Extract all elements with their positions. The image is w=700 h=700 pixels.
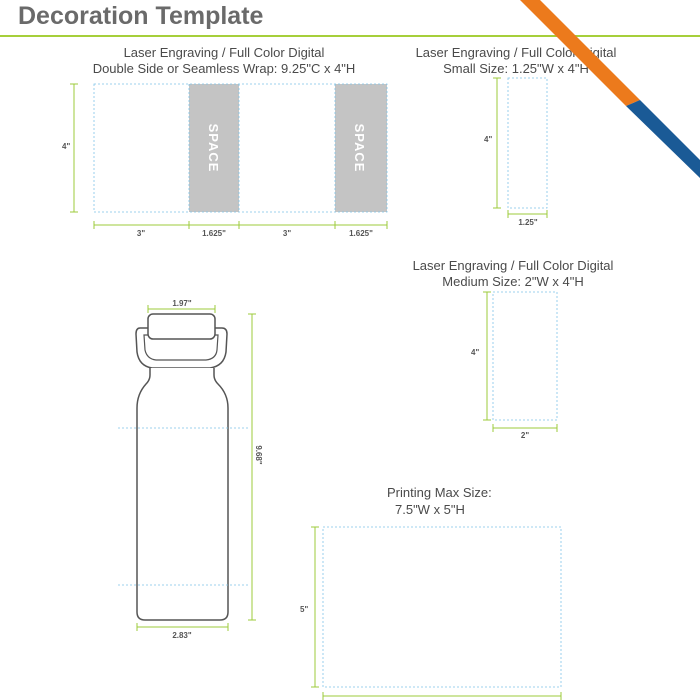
printing-caption: Printing Max Size: 7.5"W x 5"H: [387, 484, 587, 518]
wrap-seg2-label: 1.625": [202, 229, 226, 238]
small-caption-line1: Laser Engraving / Full Color Digital: [415, 45, 617, 60]
wrap-outline: [93, 83, 388, 213]
printing-height-label: 5": [300, 605, 308, 614]
medium-width-label: 2": [521, 431, 529, 440]
medium-height-label: 4": [471, 348, 479, 357]
medium-caption-line1: Laser Engraving / Full Color Digital: [412, 258, 614, 273]
bottle-body: [136, 368, 229, 621]
wrap-caption-line2: Double Side or Seamless Wrap: 9.25"C x 4…: [92, 61, 356, 76]
medium-caption-line2: Medium Size: 2"W x 4"H: [442, 274, 584, 289]
wrap-height-label: 4": [62, 142, 70, 151]
page-title: Decoration Template: [18, 2, 264, 30]
wrap-seg1-label: 3": [137, 229, 145, 238]
small-template: 4" 1.25": [484, 77, 548, 227]
corner-stripe-blue: [626, 100, 700, 178]
bottle-height-label: 9.68": [254, 445, 263, 465]
small-width-label: 1.25": [518, 218, 538, 227]
small-outline: [507, 77, 548, 209]
bottle-cap: [147, 313, 216, 340]
wrap-caption-line1: Laser Engraving / Full Color Digital: [123, 45, 325, 60]
wrap-space-label-2: SPACE: [352, 124, 367, 173]
printing-template: 5": [300, 526, 562, 700]
corner-stripe-orange: [520, 0, 640, 106]
small-caption-line2: Small Size: 1.25"W x 4"H: [443, 61, 589, 76]
medium-template: 4" 2": [471, 291, 558, 440]
printing-outline: [322, 526, 562, 688]
wrap-caption: Laser Engraving / Full Color Digital Dou…: [84, 45, 364, 77]
bottle-bottom-width-label: 2.83": [172, 631, 192, 640]
wrap-seg3-label: 3": [283, 229, 291, 238]
header-divider: [0, 35, 700, 37]
printing-caption-line1: Printing Max Size:: [387, 485, 492, 500]
small-caption: Laser Engraving / Full Color Digital Sma…: [396, 45, 636, 77]
bottle-top-width-label: 1.97": [172, 299, 192, 308]
medium-caption: Laser Engraving / Full Color Digital Med…: [393, 258, 633, 290]
bottle-drawing: 1.97" 9.68" 2.83": [118, 299, 263, 640]
wrap-space-block-1: [189, 84, 239, 212]
bottle-handle-inner: [143, 334, 219, 361]
printing-caption-line2: 7.5"W x 5"H: [395, 502, 465, 517]
wrap-space-label-1: SPACE: [206, 124, 221, 173]
small-height-label: 4": [484, 135, 492, 144]
medium-outline: [492, 291, 558, 421]
wrap-template: SPACE SPACE 4" 3" 1.625" 3" 1.625": [62, 83, 388, 238]
wrap-seg4-label: 1.625": [349, 229, 373, 238]
wrap-space-block-2: [335, 84, 387, 212]
